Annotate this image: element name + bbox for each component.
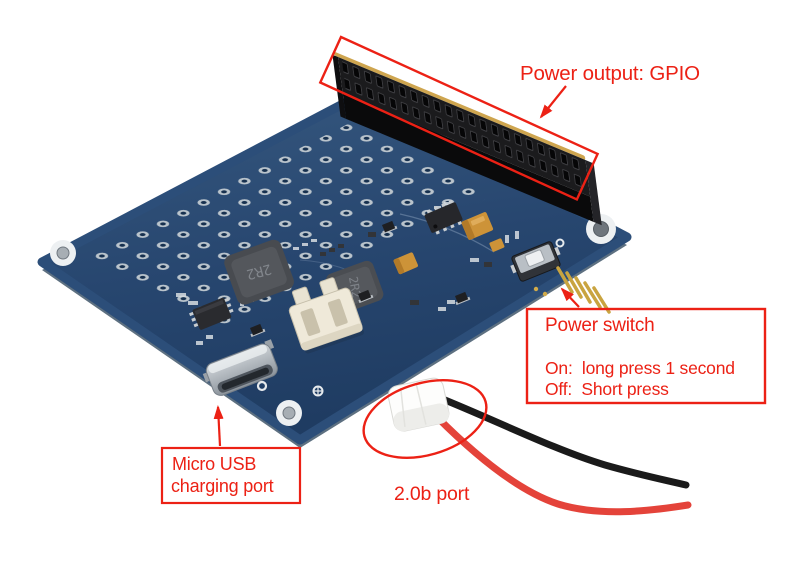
- header-front-face: [342, 93, 594, 222]
- red-wire: [433, 413, 692, 516]
- fiducial-ring: [256, 380, 268, 392]
- annotations-layer: Power output: GPIO Power switch On: long…: [160, 35, 767, 505]
- gold-pin-tip: [533, 286, 539, 292]
- micro-usb-label-line1: Micro USB: [172, 454, 256, 474]
- power-inductor-1: 2R2: [224, 239, 294, 305]
- power-switch-title: Power switch: [545, 315, 655, 336]
- micro-usb-arrow: [213, 405, 224, 447]
- sot23-transistors: [250, 220, 471, 338]
- header-left-cap: [332, 54, 347, 119]
- gpio-header: [332, 51, 602, 226]
- micro-usb-label-line2: charging port: [171, 476, 274, 496]
- header-socket-holes: [341, 60, 587, 194]
- proto-hole-grid: [80, 122, 500, 328]
- fiducial-cross: [312, 385, 324, 397]
- pcb-board: 2R2 2R2: [37, 91, 632, 448]
- gpio-label: Power output: GPIO: [520, 62, 700, 85]
- power-switch-off-line: Off: Short press: [545, 379, 669, 399]
- tantalum-capacitors: [393, 212, 505, 275]
- power-switch-on-line: On: long press 1 second: [545, 358, 735, 378]
- onboard-jst-connector: [288, 277, 364, 354]
- header-edge-glint: [333, 51, 586, 160]
- gold-pin-tip: [542, 291, 548, 297]
- power-switch-arrow: [560, 287, 580, 308]
- soic-chip-upper: [424, 199, 463, 235]
- battery-port-ellipse: [362, 379, 488, 459]
- jst-plug: [387, 377, 450, 432]
- header-right-cap: [585, 159, 602, 226]
- gpio-arrow: [539, 85, 567, 119]
- micro-usb-port: [202, 339, 278, 396]
- battery-port-label: 2.0b port: [394, 483, 470, 505]
- power-switch-box: [525, 307, 767, 405]
- micro-usb-box: [160, 446, 302, 505]
- mounting-hole-top-left: [50, 240, 76, 266]
- battery-cable: [387, 377, 692, 516]
- mounting-hole-bottom: [276, 400, 302, 426]
- pcb-trace: [399, 213, 495, 253]
- gpio-highlight-box: [318, 35, 600, 202]
- power-switch: [510, 241, 561, 282]
- fiducial-ring: [555, 238, 565, 248]
- soic-chip-lower: [189, 297, 234, 330]
- inductor-label: 2R2: [245, 260, 274, 282]
